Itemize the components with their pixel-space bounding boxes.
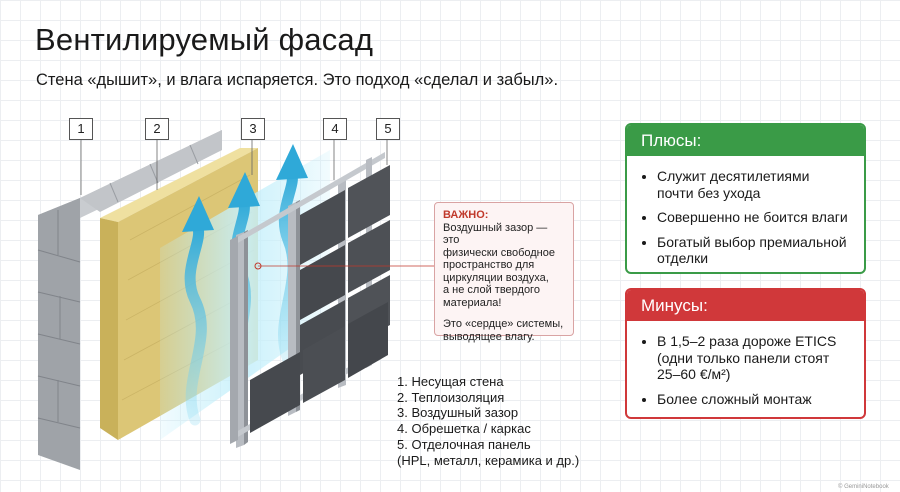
legend-item: 2. Теплоизоляция: [397, 389, 505, 405]
important-callout: ВАЖНО: Воздушный зазор — это физически с…: [434, 202, 574, 343]
layer-number-2: 2: [145, 118, 169, 140]
pros-title: Плюсы:: [627, 125, 864, 156]
wall-layers-diagram: [37, 130, 434, 470]
cladding-panels: [250, 165, 390, 433]
legend-item: (HPL, металл, керамика и др.): [397, 452, 580, 468]
legend-item: 4. Обрешетка / каркас: [397, 421, 531, 437]
cons-list: В 1,5–2 раза дороже ETICS (одни только п…: [627, 321, 864, 417]
legend-item: 3. Воздушный зазор: [397, 405, 519, 421]
legend-item: 5. Отделочная панель: [397, 436, 531, 452]
page-subtitle: Стена «дышит», и влага испаряется. Это п…: [36, 71, 559, 89]
cons-title: Минусы:: [627, 290, 864, 321]
callout-warning-label: ВАЖНО:: [443, 209, 489, 221]
callout-text-2: Это «сердце» системы, выводящее влагу.: [443, 318, 564, 343]
layer-number-5: 5: [376, 118, 400, 140]
pros-card: Плюсы: Служит десятилетиями почти без ух…: [625, 123, 866, 274]
callout-pointer: [254, 262, 434, 270]
cons-card: Минусы: В 1,5–2 раза дороже ETICS (одни …: [625, 288, 866, 419]
leader-lines: [80, 139, 388, 195]
page-title: Вентилируемый фасад: [35, 22, 374, 57]
footer-credit: © GeminiNotebook: [838, 484, 889, 490]
cons-item: Более сложный монтаж: [657, 391, 848, 408]
pros-list: Служит десятилетиями почти без ухода Сов…: [627, 156, 864, 272]
layer-number-1: 1: [69, 118, 93, 140]
callout-text-1: Воздушный зазор — это физически свободно…: [443, 221, 555, 309]
layer-number-3: 3: [241, 118, 265, 140]
legend-item: 1. Несущая стена: [397, 374, 504, 389]
load-bearing-wall: [37, 130, 222, 470]
pros-item: Совершенно не боится влаги: [657, 209, 848, 226]
pros-item: Богатый выбор премиальной отделки: [657, 234, 848, 267]
cons-item: В 1,5–2 раза дороже ETICS (одни только п…: [657, 333, 848, 383]
pros-item: Служит десятилетиями почти без ухода: [657, 168, 848, 201]
layer-legend: 1. Несущая стена 2. Теплоизоляция 3. Воз…: [397, 374, 579, 468]
layer-number-4: 4: [323, 118, 347, 140]
